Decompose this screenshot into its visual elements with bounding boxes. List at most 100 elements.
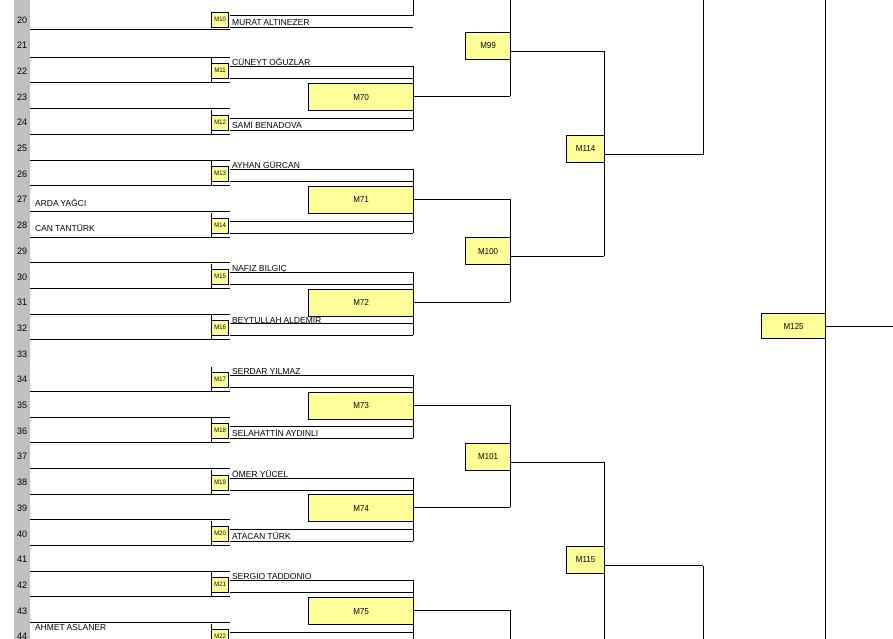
seed-match-box[interactable]: M12 [211, 114, 229, 131]
bracket-line [230, 580, 413, 582]
seed-match-box[interactable]: M21 [211, 577, 229, 594]
bracket-line [413, 580, 414, 639]
bracket-line [30, 416, 230, 418]
row-header[interactable]: 32 [14, 315, 30, 341]
seed-match-box[interactable]: M19 [211, 474, 229, 491]
row-header[interactable]: 28 [14, 212, 30, 238]
bracket-line [230, 438, 413, 440]
row-header[interactable]: 39 [14, 495, 30, 521]
bracket-line [211, 264, 212, 289]
row-header[interactable]: 41 [14, 546, 30, 572]
row-header[interactable]: 22 [14, 58, 30, 84]
bracket-line [413, 404, 510, 406]
row-header[interactable]: 25 [14, 135, 30, 161]
seed-match-box[interactable]: M22 [211, 628, 229, 639]
bracket-line [413, 610, 510, 612]
bracket-line [30, 133, 230, 135]
bracket-line [703, 565, 704, 639]
row-header[interactable]: 40 [14, 521, 30, 546]
round3-match-box[interactable]: M100 [465, 237, 511, 266]
player-name: SELAHATTİN AYDINLI [232, 428, 319, 439]
round2-match-box[interactable]: M70 [308, 83, 414, 112]
bracket-line [30, 519, 230, 521]
round2-match-box[interactable]: M72 [308, 288, 414, 317]
bracket-line [510, 198, 511, 302]
player-name: ATACAN TÜRK [232, 531, 291, 541]
bracket-line [211, 161, 212, 187]
round5-match-box[interactable]: M125 [761, 313, 826, 340]
bracket-line [230, 15, 413, 16]
bracket-line [413, 169, 414, 233]
row-header[interactable]: 30 [14, 264, 30, 289]
bracket-line [30, 82, 230, 84]
row-header[interactable]: 23 [14, 84, 30, 110]
round2-match-box[interactable]: M71 [308, 185, 414, 214]
bracket-line [230, 169, 413, 171]
player-name: AHMET ASLANER [35, 621, 107, 632]
bracket-line [604, 461, 605, 639]
player-name: ÖMER YÜCEL [232, 468, 289, 479]
player-name: SERDAR YILMAZ [232, 365, 301, 376]
bracket-line [230, 323, 413, 325]
bracket-line [230, 27, 413, 28]
round2-match-box[interactable]: M73 [308, 391, 414, 420]
bracket-line [30, 622, 230, 624]
seed-match-box[interactable]: M16 [211, 320, 229, 337]
player-name: SAMİ BENADOVA [232, 119, 302, 130]
seed-match-box[interactable]: M18 [211, 423, 229, 440]
row-header[interactable]: 31 [14, 289, 30, 315]
bracket-line [211, 623, 212, 639]
seed-match-box[interactable]: M20 [211, 526, 229, 542]
row-header[interactable]: 27 [14, 186, 30, 212]
seed-match-box[interactable]: M10 [211, 12, 229, 28]
seed-match-box[interactable]: M15 [211, 269, 229, 285]
row-header[interactable]: 38 [14, 469, 30, 495]
round4-match-box[interactable]: M114 [566, 134, 605, 163]
bracket-line [413, 272, 414, 336]
round2-match-box[interactable]: M75 [308, 597, 414, 626]
bracket-line [703, 0, 704, 155]
player-name: MURAT ALTINEZER [232, 17, 310, 27]
row-header[interactable]: 36 [14, 418, 30, 444]
row-header[interactable]: 21 [14, 32, 30, 58]
player-name: BEYTULLAH ALDEMİR [232, 315, 322, 326]
bracket-line [30, 159, 230, 161]
row-header[interactable]: 43 [14, 598, 30, 624]
bracket-line [230, 374, 413, 376]
row-header[interactable]: 35 [14, 392, 30, 418]
bracket-line [30, 288, 230, 289]
row-header[interactable]: 24 [14, 109, 30, 135]
bracket-line [230, 129, 413, 131]
row-header[interactable]: 29 [14, 238, 30, 264]
round2-match-box[interactable]: M74 [308, 494, 414, 523]
seed-match-box[interactable]: M11 [211, 63, 229, 80]
bracket-line [510, 256, 604, 258]
bracket-line [825, 0, 826, 639]
round4-match-box[interactable]: M115 [566, 545, 605, 574]
row-header[interactable]: 34 [14, 366, 30, 392]
row-header[interactable]: 42 [14, 572, 30, 598]
seed-match-box[interactable]: M17 [211, 371, 229, 388]
bracket-line [230, 529, 413, 530]
seed-match-box[interactable]: M14 [211, 217, 229, 234]
bracket-line [30, 570, 230, 572]
bracket-line [510, 404, 511, 508]
round3-match-box[interactable]: M99 [465, 31, 511, 60]
bracket-line [30, 185, 230, 187]
bracket-line [510, 610, 511, 639]
bracket-line [211, 212, 212, 238]
bracket-line [230, 335, 413, 337]
bracket-line [230, 232, 413, 234]
row-header[interactable]: 33 [14, 341, 30, 367]
bracket-line [30, 56, 230, 58]
row-header[interactable]: 44 [14, 623, 30, 639]
round3-match-box[interactable]: M101 [465, 442, 511, 471]
seed-match-box[interactable]: M13 [211, 166, 229, 183]
row-header[interactable]: 37 [14, 443, 30, 469]
bracket-line [30, 210, 230, 212]
row-header[interactable]: 26 [14, 161, 30, 187]
bracket-line [30, 442, 230, 444]
row-header[interactable]: 20 [14, 7, 30, 32]
bracket-line [211, 572, 212, 598]
